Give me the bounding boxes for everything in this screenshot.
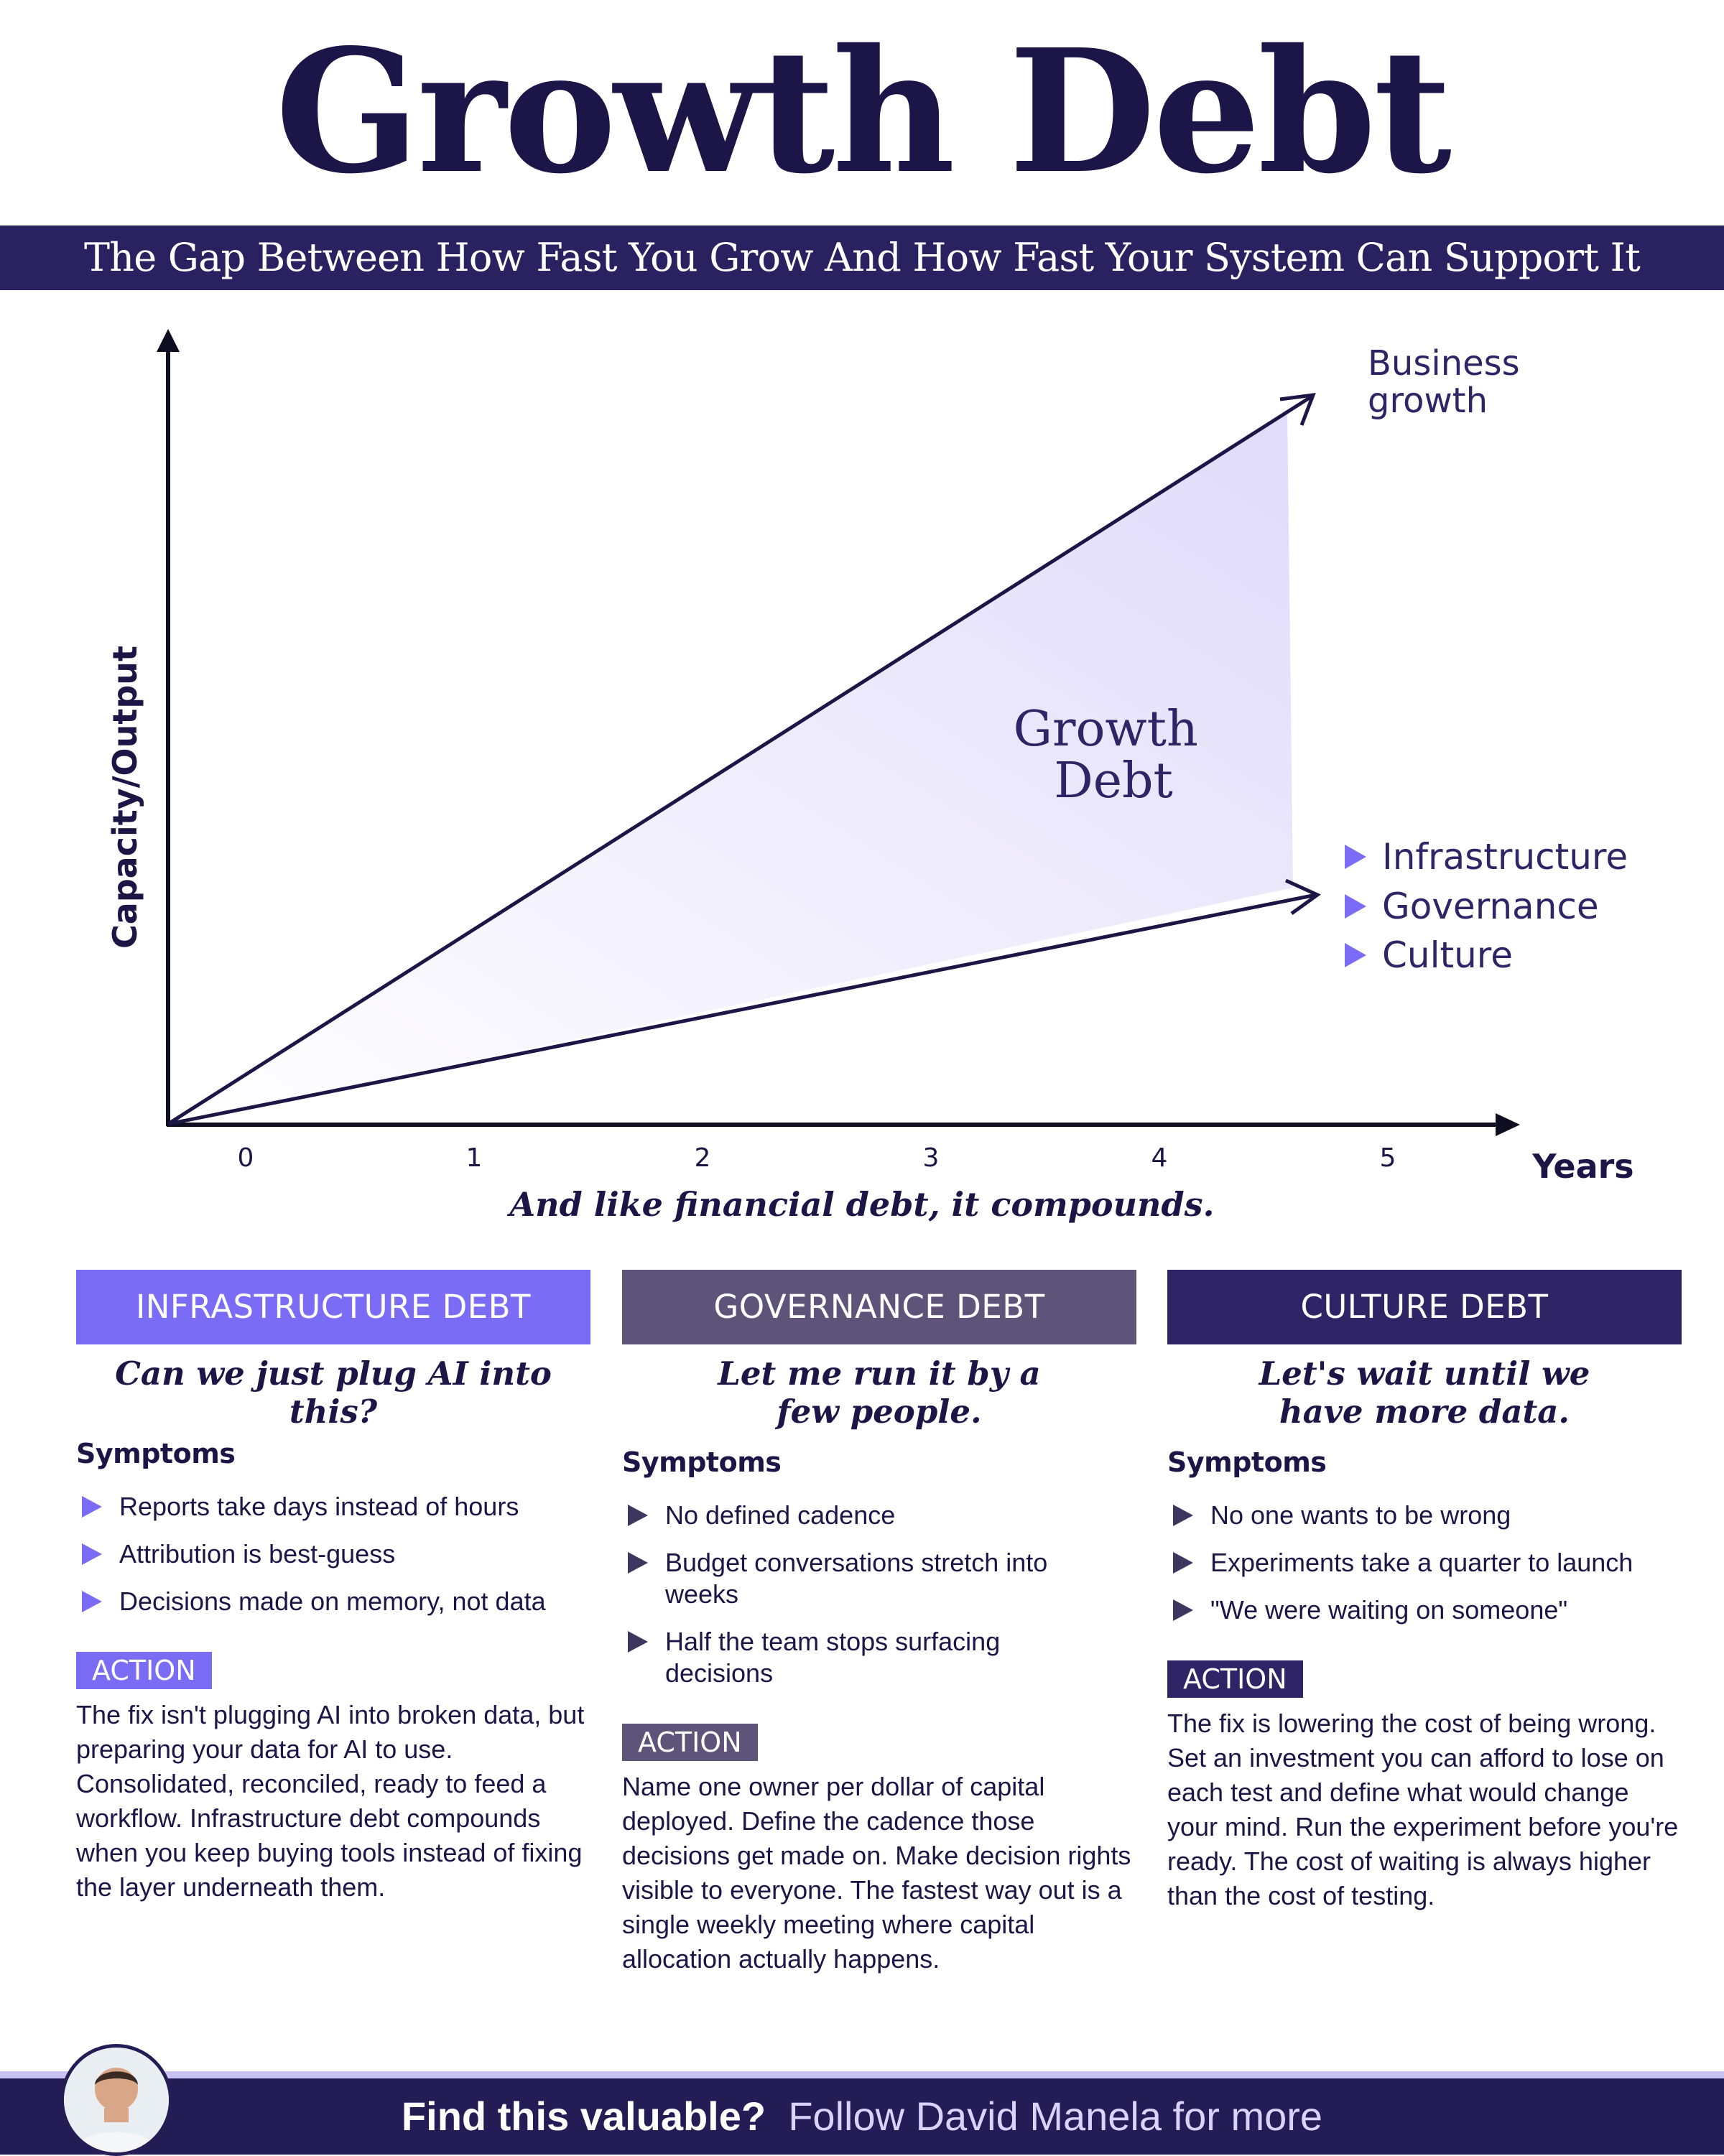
- symptom-text: No defined cadence: [665, 1500, 896, 1530]
- page-subtitle: The Gap Between How Fast You Grow And Ho…: [84, 235, 1641, 280]
- business-growth-label: Business growth: [1368, 343, 1531, 421]
- x-tick-label: 3: [923, 1143, 940, 1173]
- action-text: The fix is lowering the cost of being wr…: [1167, 1709, 1679, 1910]
- triangle-bullet-icon: [628, 1552, 648, 1574]
- action-badge: ACTION: [76, 1652, 212, 1689]
- capacity-factor-list: Infrastructure Governance Culture: [1345, 836, 1628, 976]
- column-title: GOVERNANCE DEBT: [622, 1270, 1136, 1344]
- action-text: The fix isn't plugging AI into broken da…: [76, 1700, 585, 1902]
- symptom-item: Experiments take a quarter to launch: [1167, 1547, 1682, 1579]
- x-tick-label: 5: [1380, 1143, 1396, 1173]
- action-badge: ACTION: [1167, 1660, 1303, 1698]
- x-axis-label: Years: [1531, 1147, 1633, 1186]
- symptom-item: "We were waiting on someone": [1167, 1594, 1682, 1626]
- triangle-bullet-icon: [628, 1505, 648, 1526]
- system-capacity-arrowhead: [1284, 878, 1321, 916]
- column-title: CULTURE DEBT: [1167, 1270, 1682, 1344]
- footer-lead: Find this valuable?: [401, 2094, 766, 2139]
- symptoms-heading: Symptoms: [622, 1446, 782, 1478]
- business-growth-label-line1: Business: [1368, 343, 1520, 384]
- governance-label: Governance: [1382, 886, 1599, 927]
- footer-cta: Find this valuable? Follow David Manela …: [0, 2078, 1724, 2155]
- business-growth-label-line2: growth: [1368, 381, 1488, 421]
- triangle-bullet-icon: [1173, 1552, 1193, 1574]
- culture-bullet-icon: [1345, 943, 1366, 967]
- growth-debt-gap-label: Growth Debt: [1014, 701, 1214, 809]
- author-avatar[interactable]: [60, 2044, 172, 2156]
- y-axis-label: Capacity/Output: [106, 646, 144, 949]
- governance-bullet-icon: [1345, 894, 1366, 919]
- footer-follow-link[interactable]: Follow David Manela for more: [788, 2094, 1323, 2139]
- symptom-text: Half the team stops surfacing decisions: [665, 1627, 1001, 1688]
- infrastructure-label: Infrastructure: [1382, 836, 1628, 878]
- culture-debt-column: CULTURE DEBT Let's wait until we have mo…: [1167, 1270, 1682, 1913]
- symptom-text: "We were waiting on someone": [1210, 1595, 1568, 1625]
- triangle-bullet-icon: [82, 1591, 102, 1612]
- triangle-bullet-icon: [82, 1496, 102, 1518]
- system-capacity-line: [167, 893, 1317, 1126]
- symptom-text: Budget conversations stretch into weeks: [665, 1548, 1048, 1609]
- action-badge: ACTION: [622, 1724, 758, 1761]
- infrastructure-debt-column: INFRASTRUCTURE DEBT Can we just plug AI …: [76, 1270, 590, 1905]
- triangle-bullet-icon: [82, 1543, 102, 1565]
- triangle-bullet-icon: [628, 1631, 648, 1653]
- column-title: INFRASTRUCTURE DEBT: [76, 1270, 590, 1344]
- symptom-text: Decisions made on memory, not data: [119, 1586, 546, 1616]
- column-quote: Let me run it by a few people.: [718, 1355, 1041, 1431]
- y-axis-arrowhead: [157, 329, 180, 352]
- symptom-item: Budget conversations stretch into weeks: [622, 1547, 1136, 1610]
- symptom-text: Reports take days instead of hours: [119, 1492, 519, 1521]
- symptom-text: No one wants to be wrong: [1210, 1500, 1511, 1530]
- gap-label-line1: Growth: [1014, 701, 1198, 758]
- symptoms-heading: Symptoms: [76, 1438, 236, 1469]
- person-icon: [64, 2048, 169, 2152]
- x-tick-label: 4: [1151, 1143, 1168, 1173]
- symptom-item: Decisions made on memory, not data: [76, 1586, 590, 1617]
- business-growth-line: [167, 394, 1313, 1126]
- symptom-item: No defined cadence: [622, 1500, 1136, 1531]
- x-tick-label: 1: [466, 1143, 483, 1173]
- triangle-bullet-icon: [1173, 1505, 1193, 1526]
- column-quote: Can we just plug AI into this?: [115, 1355, 552, 1431]
- business-growth-arrowhead: [1279, 392, 1316, 426]
- symptom-item: Half the team stops surfacing decisions: [622, 1626, 1136, 1689]
- infrastructure-bullet-icon: [1345, 845, 1366, 869]
- symptom-text: Attribution is best-guess: [119, 1539, 396, 1569]
- growth-debt-diagram: Capacity/Output 0 1 2 3 4 5 Years Business gr…: [106, 329, 1634, 1186]
- footer-spacer: [777, 2094, 789, 2139]
- symptom-item: No one wants to be wrong: [1167, 1500, 1682, 1531]
- x-axis-arrowhead: [1496, 1113, 1520, 1136]
- x-tick-label: 0: [238, 1143, 254, 1173]
- culture-label: Culture: [1382, 934, 1513, 976]
- symptom-item: Attribution is best-guess: [76, 1538, 590, 1570]
- subtitle-banner: [0, 226, 1724, 290]
- gap-label-line2: Debt: [1054, 753, 1173, 809]
- symptom-item: Reports take days instead of hours: [76, 1491, 590, 1523]
- diagram-caption: And like financial debt, it compounds.: [509, 1185, 1215, 1224]
- governance-debt-column: GOVERNANCE DEBT Let me run it by a few p…: [622, 1270, 1136, 1976]
- triangle-bullet-icon: [1173, 1599, 1193, 1621]
- footer-accent-line: [0, 2071, 1724, 2078]
- footer-bar: [0, 2078, 1724, 2155]
- x-tick-label: 2: [695, 1143, 711, 1173]
- x-tick-labels: 0 1 2 3 4 5: [238, 1143, 1396, 1173]
- action-text: Name one owner per dollar of capital dep…: [622, 1772, 1131, 1974]
- column-quote: Let's wait until we have more data.: [1259, 1355, 1590, 1431]
- symptoms-heading: Symptoms: [1167, 1446, 1327, 1478]
- page-title: Growth Debt: [274, 11, 1452, 211]
- symptom-text: Experiments take a quarter to launch: [1210, 1548, 1633, 1577]
